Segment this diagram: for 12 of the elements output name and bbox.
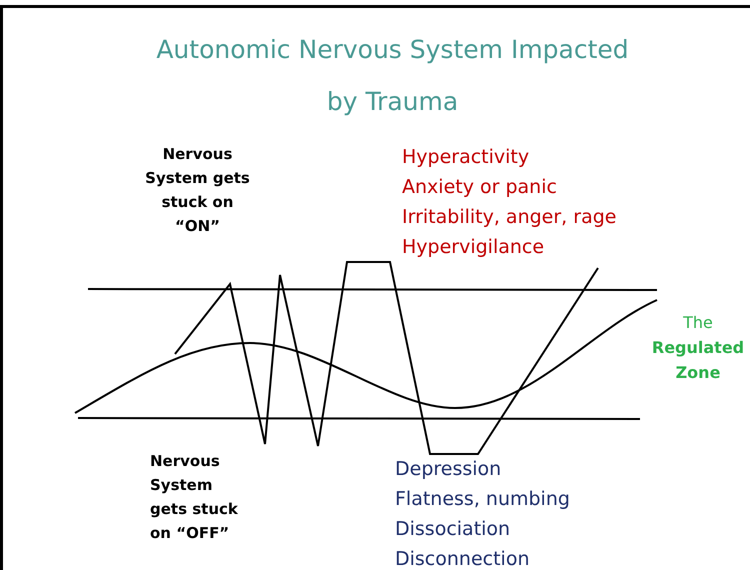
list-item: Anxiety or panic [402,176,557,198]
list-item: Hypervigilance [402,236,544,258]
list-item: Dissociation [395,518,510,540]
list-item: Disconnection [395,548,530,570]
title: Autonomic Nervous System Impacted by Trauma [155,34,630,118]
zone-label: The Regulated Zone [650,312,746,384]
note-text: Nervous System gets stuck on “ON” [144,144,251,237]
list-item: Flatness, numbing [395,488,570,510]
note-text: Nervous System gets stuck on “OFF” [150,451,239,544]
list-item: Hyperactivity [402,146,530,168]
list-item: Depression [395,458,502,480]
list-item: Irritability, anger, rage [402,206,616,228]
